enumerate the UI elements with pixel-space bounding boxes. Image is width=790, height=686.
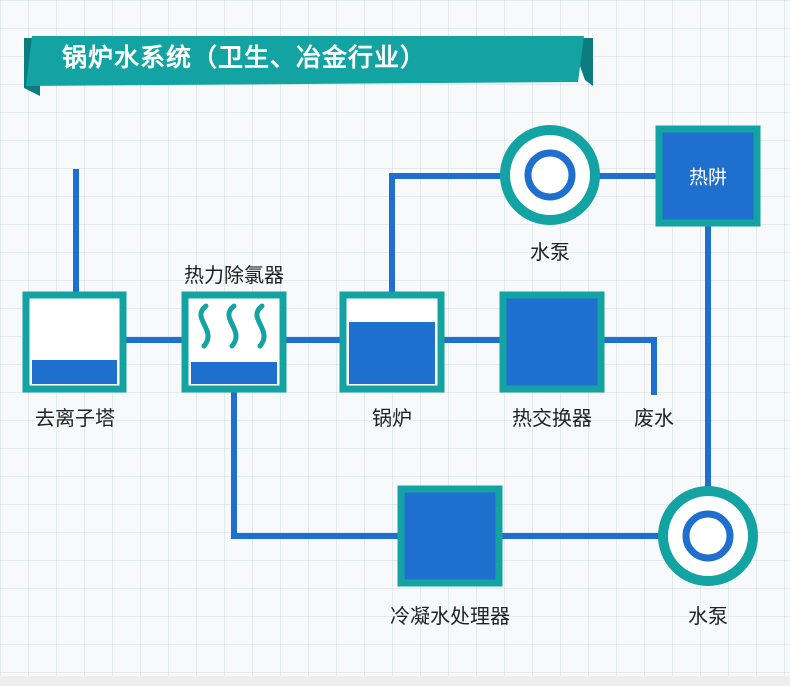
pipe-exchanger-waste <box>601 337 657 395</box>
pump-bottom-label: 水泵 <box>688 604 728 628</box>
steam-waves-icon <box>198 303 267 349</box>
heat-exchanger-label: 热交换器 <box>512 406 592 430</box>
heat-exchanger <box>499 291 605 393</box>
thermal-deaerator <box>181 291 287 393</box>
pipe-condensate-deaerator <box>231 389 401 539</box>
deionization-tower-water <box>32 360 117 384</box>
title-banner-body <box>26 36 584 86</box>
title-banner <box>24 36 593 96</box>
condensate-treater <box>397 485 503 587</box>
wastewater-label: 废水 <box>634 406 674 430</box>
deionization-tower-label: 去离子塔 <box>35 406 115 430</box>
pump-bottom <box>658 486 758 586</box>
pipe-boiler-pump-top <box>389 173 503 295</box>
boiler-water <box>349 322 435 384</box>
thermal-deaerator-label: 热力除氯器 <box>184 263 284 287</box>
heat-trap <box>655 125 761 227</box>
thermal-deaerator-water <box>191 362 277 384</box>
boiler <box>339 291 445 393</box>
bottom-strip <box>0 676 790 686</box>
deionization-tower <box>22 291 127 393</box>
pump-top-label: 水泵 <box>530 240 570 264</box>
heat-trap-label: 热阱 <box>688 166 728 189</box>
page-title: 锅炉水系统（卫生、冶金行业） <box>62 43 427 72</box>
condensate-treater-label: 冷凝水处理器 <box>390 604 510 628</box>
pipes <box>73 169 711 539</box>
boiler-label: 锅炉 <box>372 406 412 430</box>
pump-top <box>500 125 600 225</box>
